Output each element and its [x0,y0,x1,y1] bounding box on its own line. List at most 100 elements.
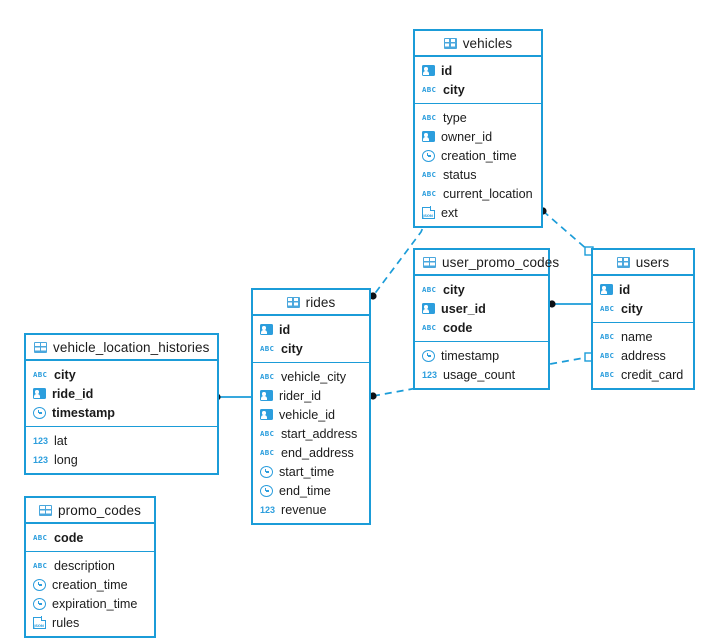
id-badge-icon [422,303,435,314]
table-header[interactable]: rides [253,290,369,316]
column-name: credit_card [621,367,684,382]
column-name: end_time [279,483,331,498]
table-title: rides [305,294,336,310]
column-name: start_time [279,464,335,479]
clock-icon [422,149,435,162]
relationship-vlh-to-rides[interactable] [213,393,251,401]
column-name: owner_id [441,129,493,144]
column-name: ext [441,205,458,220]
column-row[interactable]: ABC type [415,108,541,127]
column-row[interactable]: ride_id [26,384,217,403]
column-row[interactable]: id [253,320,369,339]
id-badge-icon [260,409,273,420]
column-name: vehicle_id [279,407,336,422]
column-name: id [619,282,631,297]
column-row[interactable]: timestamp [26,403,217,422]
column-row[interactable]: id [415,61,541,80]
column-row[interactable]: ABC city [593,299,693,318]
column-name: type [443,110,467,125]
column-row[interactable]: user_id [415,299,548,318]
column-name: city [443,82,465,97]
abc-string-icon: ABC [600,304,615,313]
column-name: description [54,558,115,573]
clock-icon [260,465,273,478]
table-header[interactable]: users [593,250,693,276]
column-name: code [54,530,84,545]
abc-string-icon: ABC [260,372,275,381]
table-title: vehicles [462,35,513,51]
abc-string-icon: ABC [600,332,615,341]
column-name: usage_count [443,367,516,382]
column-row[interactable]: ABC credit_card [593,365,693,384]
column-name: rider_id [279,388,321,403]
id-badge-icon [422,65,435,76]
abc-string-icon: ABC [422,113,437,122]
column-row[interactable]: ext [415,203,541,222]
column-name: id [441,63,453,78]
abc-string-icon: ABC [260,344,275,353]
column-name: timestamp [441,348,500,363]
column-row[interactable]: rider_id [253,386,369,405]
abc-string-icon: ABC [33,370,48,379]
table-title: user_promo_codes [442,254,560,270]
column-row[interactable]: start_time [253,462,369,481]
table-header[interactable]: user_promo_codes [415,250,559,276]
relationship-promocodes-to-users[interactable] [548,300,591,308]
table-header[interactable]: vehicles [415,31,541,57]
abc-string-icon: ABC [600,351,615,360]
123-number-icon: 123 [33,435,49,446]
column-row[interactable]: creation_time [26,575,154,594]
column-row[interactable]: vehicle_id [253,405,369,424]
column-name: status [443,167,477,182]
column-name: user_id [441,301,486,316]
column-row[interactable]: expiration_time [26,594,154,613]
column-row[interactable]: owner_id [415,127,541,146]
abc-string-icon: ABC [600,370,615,379]
json-document-icon [33,616,47,629]
column-row[interactable]: rules [26,613,154,632]
column-row[interactable]: end_time [253,481,369,500]
column-row[interactable]: ABC address [593,346,693,365]
column-row[interactable]: timestamp [415,346,548,365]
column-name: creation_time [441,148,517,163]
column-row[interactable]: creation_time [415,146,541,165]
column-name: address [621,348,666,363]
column-name: creation_time [52,577,128,592]
column-row[interactable]: id [593,280,693,299]
table-header[interactable]: vehicle_location_histories [26,335,217,361]
column-name: city [621,301,643,316]
table-header[interactable]: promo_codes [26,498,154,524]
clock-icon [260,484,273,497]
